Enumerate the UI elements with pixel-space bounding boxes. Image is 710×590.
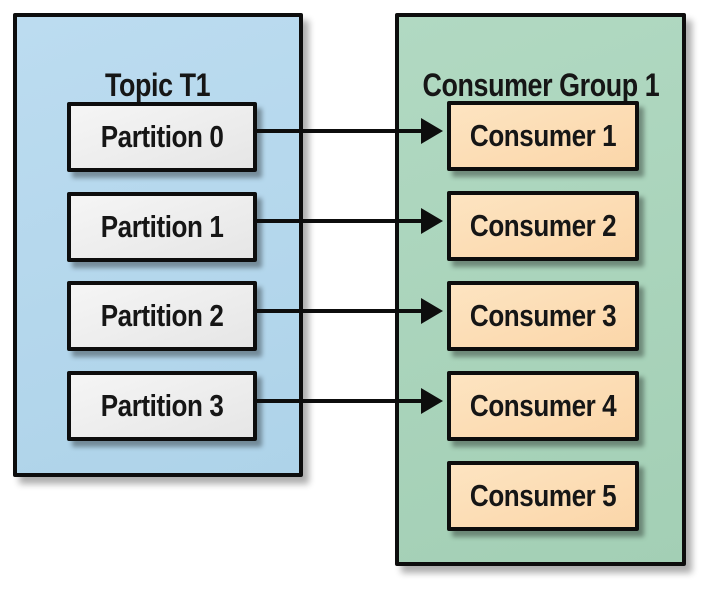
arrowhead-icon [421, 118, 443, 144]
consumer-group-title-text: Consumer Group 1 [422, 67, 659, 104]
arrow-line [253, 309, 422, 313]
partition-1-box: Partition 1 [67, 192, 257, 262]
arrow-line [253, 219, 422, 223]
arrowhead-icon [421, 208, 443, 234]
consumer-3-box: Consumer 3 [447, 281, 639, 351]
arrowhead-icon [421, 388, 443, 414]
topic-title: Topic T1 [17, 66, 299, 106]
consumer-3-label: Consumer 3 [469, 298, 617, 333]
partition-3-label: Partition 3 [100, 388, 224, 423]
consumer-1-box: Consumer 1 [447, 101, 639, 171]
partition-3-box: Partition 3 [67, 371, 257, 441]
consumer-5-label: Consumer 5 [469, 478, 617, 513]
arrow-partition-1-to-consumer-2 [253, 208, 443, 234]
arrowhead-icon [421, 298, 443, 324]
consumer-2-box: Consumer 2 [447, 191, 639, 261]
consumer-2-label: Consumer 2 [469, 208, 617, 243]
consumer-5-box: Consumer 5 [447, 461, 639, 531]
arrow-partition-2-to-consumer-3 [253, 298, 443, 324]
consumer-1-label: Consumer 1 [469, 118, 617, 153]
consumer-4-label: Consumer 4 [469, 388, 617, 423]
topic-container: Topic T1 Partition 0 Partition 1 Partiti… [13, 13, 303, 477]
arrow-line [253, 129, 422, 133]
partition-0-label: Partition 0 [100, 119, 224, 154]
arrow-partition-0-to-consumer-1 [253, 118, 443, 144]
partition-1-label: Partition 1 [100, 209, 224, 244]
consumer-group-container: Consumer Group 1 Consumer 1 Consumer 2 C… [395, 13, 686, 566]
arrow-partition-3-to-consumer-4 [253, 388, 443, 414]
consumer-4-box: Consumer 4 [447, 371, 639, 441]
partition-0-box: Partition 0 [67, 102, 257, 172]
partition-2-box: Partition 2 [67, 281, 257, 351]
partition-2-label: Partition 2 [100, 298, 224, 333]
topic-title-text: Topic T1 [105, 67, 211, 104]
arrow-line [253, 399, 422, 403]
consumer-group-title: Consumer Group 1 [399, 66, 682, 106]
